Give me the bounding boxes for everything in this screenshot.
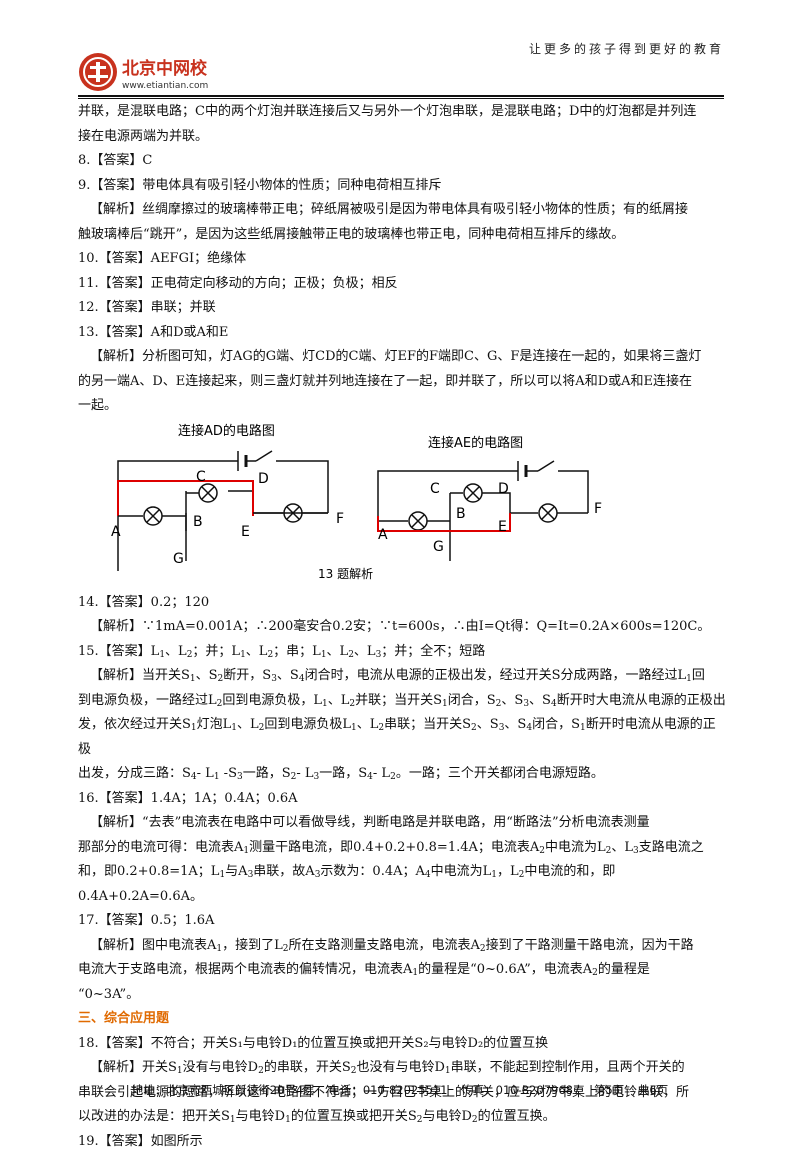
answer-8: 8.【答案】C xyxy=(78,149,728,174)
left-title: 连接AD的电路图 xyxy=(178,423,275,439)
explanation-17a: 【解析】图中电流表A1，接到了L2所在支路测量支路电流，电流表A2接到了干路测量… xyxy=(78,934,728,959)
svg-text:A: A xyxy=(111,524,121,540)
footer-fax: 传真：010-82079687 xyxy=(461,1083,580,1097)
answer-13: 13.【答案】A和D或A和E xyxy=(78,321,728,346)
explanation-18c: 以改进的办法是：把开关S1与电铃D1的位置互换或把开关S2与电铃D2的位置互换。 xyxy=(78,1105,728,1130)
explanation-9a: 【解析】丝绸摩擦过的玻璃棒带正电；碎纸屑被吸引是因为带电体具有吸引轻小物体的性质… xyxy=(78,198,728,223)
footer-total: 共6页 xyxy=(638,1083,668,1097)
page-header: 北京中网校 www.etiantian.com 让更多的孩子得到更好的教育 xyxy=(0,0,800,100)
answer-19: 19.【答案】如图所示 xyxy=(78,1130,728,1154)
footer-phone: 电话：010-82025511 xyxy=(328,1083,447,1097)
answer-10: 10.【答案】AEFGI；绝缘体 xyxy=(78,247,728,272)
school-logo: 北京中网校 www.etiantian.com xyxy=(78,50,258,94)
footer-page: 第5页 xyxy=(594,1083,624,1097)
explanation-15d: 出发，分成三路：S4- L1 -S3一路，S2- L3一路，S4- L2。一路；… xyxy=(78,762,728,787)
section-heading: 三、综合应用题 xyxy=(78,1007,728,1032)
answer-14: 14.【答案】0.2；120 xyxy=(78,591,728,616)
explanation-16a: 【解析】“去表”电流表在电路中可以看做导线，判断电路是并联电路，用“断路法”分析… xyxy=(78,811,728,836)
svg-text:G: G xyxy=(433,539,444,555)
svg-text:A: A xyxy=(378,527,388,543)
explanation-13b: 的另一端A、D、E连接起来，则三盏灯就并列地连接在了一起，即并联了，所以可以将A… xyxy=(78,370,728,395)
explanation-9b: 触玻璃棒后“跳开”，是因为这些纸屑接触带正电的玻璃棒也带正电，同种电荷相互排斥的… xyxy=(78,223,728,248)
svg-text:F: F xyxy=(594,501,602,517)
explanation-13a: 【解析】分析图可知，灯AG的G端、灯CD的C端、灯EF的F端即C、G、F是连接在… xyxy=(78,345,728,370)
page-footer: 地址：北京市西城区新德街20号4层 电话：010-82025511 传真：010… xyxy=(0,1082,800,1098)
right-title: 连接AE的电路图 xyxy=(428,435,523,451)
svg-text:G: G xyxy=(173,551,184,567)
answer-17: 17.【答案】0.5；1.6A xyxy=(78,909,728,934)
circuit-diagrams: 连接AD的电路图 xyxy=(78,421,728,591)
answer-12: 12.【答案】串联；并联 xyxy=(78,296,728,321)
answer-9: 9.【答案】带电体具有吸引轻小物体的性质；同种电荷相互排斥 xyxy=(78,174,728,199)
explanation-17b: 电流大于支路电流，根据两个电流表的偏转情况，电流表A1的量程是“0~0.6A”，… xyxy=(78,958,728,983)
header-rule xyxy=(78,95,724,97)
svg-text:C: C xyxy=(430,481,440,497)
explanation-15b: 到电源负极，一路经过L2回到电源负极，L1、L2并联；当开关S1闭合，S2、S3… xyxy=(78,689,728,714)
explanation-15a: 【解析】当开关S1、S2断开，S3、S4闭合时，电流从电源的正极出发，经过开关S… xyxy=(78,664,728,689)
answer-18: 18.【答案】不符合；开关S₁与电铃D₁的位置互换或把开关S₂与电铃D₂的位置互… xyxy=(78,1032,728,1057)
explanation-13c: 一起。 xyxy=(78,394,728,419)
logo-text: 北京中网校 xyxy=(122,58,208,79)
svg-text:E: E xyxy=(241,524,250,540)
slogan: 让更多的孩子得到更好的教育 xyxy=(529,40,724,57)
explanation-14: 【解析】∵1mA=0.001A；∴200毫安合0.2安；∵t=600s，∴由I=… xyxy=(78,615,728,640)
svg-text:C: C xyxy=(196,469,206,485)
text-line: 并联，是混联电路；C中的两个灯泡并联连接后又与另外一个灯泡串联，是混联电路；D中… xyxy=(78,100,728,125)
explanation-18a: 【解析】开关S1没有与电铃D2的串联，开关S2也没有与电铃D1串联，不能起到控制… xyxy=(78,1056,728,1081)
answer-16: 16.【答案】1.4A；1A；0.4A；0.6A xyxy=(78,787,728,812)
explanation-16b: 那部分的电流可得：电流表A1测量干路电流，即0.4+0.2+0.8=1.4A；电… xyxy=(78,836,728,861)
header-rule-thin xyxy=(78,98,724,99)
svg-text:D: D xyxy=(258,471,269,487)
logo-url: www.etiantian.com xyxy=(122,81,208,91)
footer-address: 地址：北京市西城区新德街20号4层 xyxy=(132,1083,315,1097)
answer-15: 15.【答案】L1、L2；并；L1、L2；串；L1、L2、L3；并；全不；短路 xyxy=(78,640,728,665)
svg-text:F: F xyxy=(336,511,344,527)
svg-text:B: B xyxy=(193,514,203,530)
svg-text:D: D xyxy=(498,481,509,497)
answer-body: 并联，是混联电路；C中的两个灯泡并联连接后又与另外一个灯泡串联，是混联电路；D中… xyxy=(78,100,728,1154)
explanation-15c: 发，依次经过开关S1灯泡L1、L2回到电源负极L1、L2串联；当开关S2、S3、… xyxy=(78,713,728,762)
answer-11: 11.【答案】正电荷定向移动的方向；正极；负极；相反 xyxy=(78,272,728,297)
svg-text:B: B xyxy=(456,506,466,522)
figure-caption: 13 题解析 xyxy=(318,567,373,581)
svg-text:E: E xyxy=(498,519,507,535)
text-line: 接在电源两端为并联。 xyxy=(78,125,728,150)
circuit-figure: 连接AD的电路图 xyxy=(78,421,728,591)
explanation-16c: 和，即0.2+0.8=1A；L1与A3串联，故A3示数为：0.4A；A4中电流为… xyxy=(78,860,728,909)
explanation-17c: “0~3A”。 xyxy=(78,983,728,1008)
